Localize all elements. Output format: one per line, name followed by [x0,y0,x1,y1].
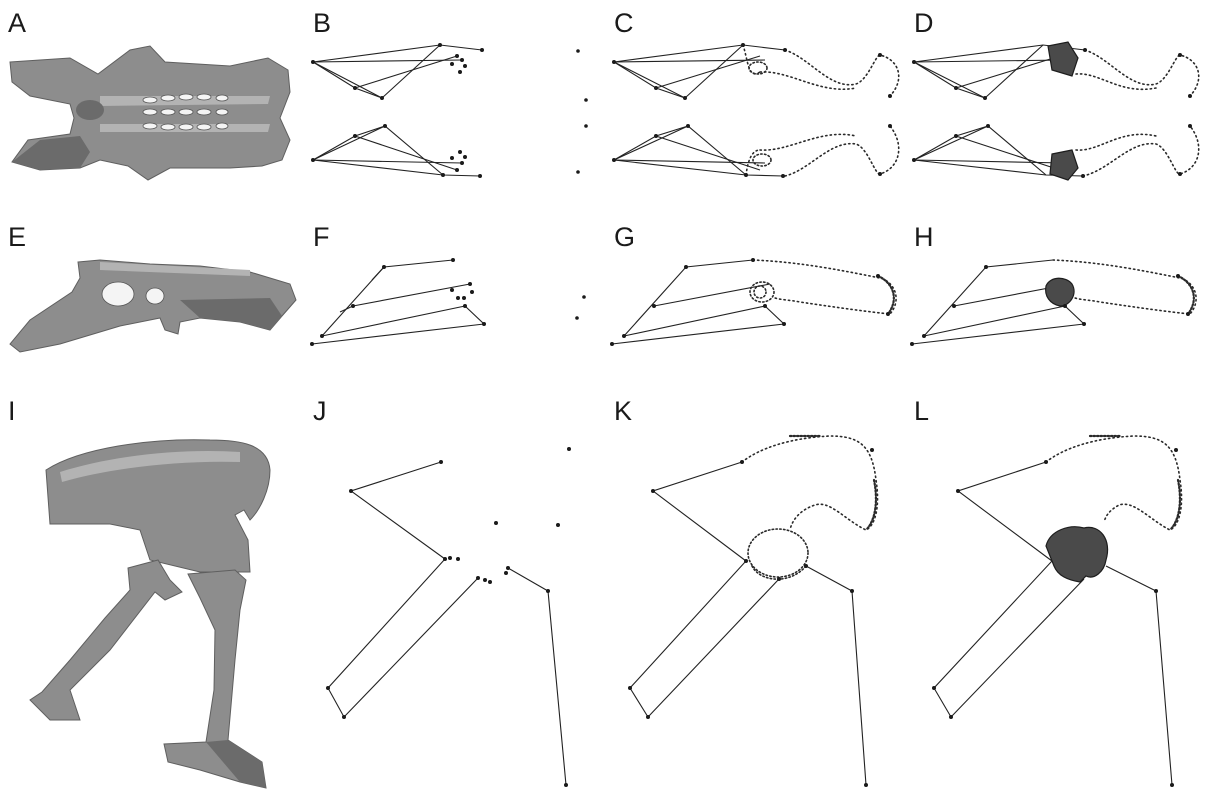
pelvis-limb-render [30,440,270,788]
panel-label-e: E [8,222,26,252]
panel-d-wireframe [912,42,1199,180]
panel-label-c: C [614,8,634,38]
panel-b-wireframe [311,43,588,178]
landmark-points [311,43,588,178]
panel-k-wireframe [628,436,878,787]
panel-label-i: I [8,396,16,426]
panel-l-wireframe [932,436,1182,787]
skull-lateral-render [10,260,296,352]
panel-label-h: H [914,222,934,252]
panel-label-k: K [614,396,632,426]
panel-label-f: F [313,222,330,252]
panel-label-b: B [313,8,331,38]
muscle-attachment-patch [1046,278,1074,306]
panel-label-d: D [914,8,934,38]
panel-label-a: A [8,8,26,38]
panel-h-wireframe [910,260,1196,346]
muscle-attachment-patch [1046,527,1108,582]
muscle-attachment-patch [1048,42,1078,76]
panel-f-wireframe [310,258,586,346]
skull-ventral-render [10,46,290,180]
panel-label-j: J [313,396,327,426]
panel-label-l: L [914,396,929,426]
panel-label-g: G [614,222,635,252]
panel-j-wireframe [326,447,571,787]
panel-g-wireframe [610,258,896,346]
panel-c-wireframe [612,43,899,178]
